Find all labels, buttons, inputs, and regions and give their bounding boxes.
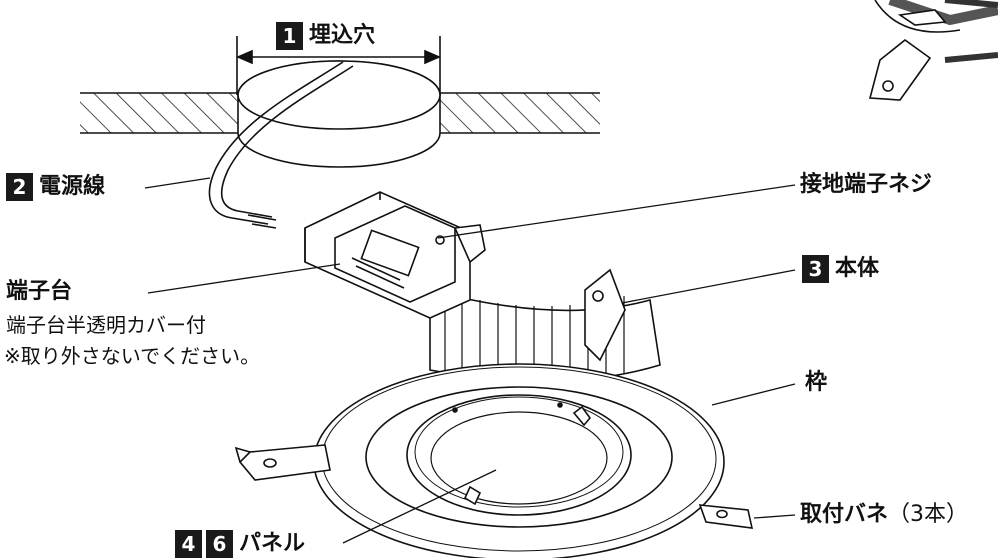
reference-fixture-partial — [868, 0, 998, 101]
ceiling-left — [80, 92, 240, 134]
spring-count-text: （3本） — [888, 502, 969, 527]
label-terminal: 端子台 — [6, 279, 72, 305]
power-label-text: 電源線 — [39, 174, 106, 199]
frame-flange — [313, 363, 725, 558]
body-number-badge: 3 — [802, 255, 829, 283]
ground-screw-label-text: 接地端子ネジ — [800, 172, 933, 197]
body-label-text: 本体 — [835, 256, 880, 281]
hole-number-badge: 1 — [276, 22, 303, 50]
label-mounting-spring: 取付バネ（3本） — [800, 502, 968, 528]
hole-dimension — [235, 36, 442, 95]
ceiling-right — [440, 92, 600, 134]
terminal-note-2: ※取り外さないでください。 — [4, 344, 261, 368]
leader-lines — [144, 177, 796, 544]
ceiling-hole — [237, 60, 441, 168]
panel-number-badge-6: 6 — [206, 530, 233, 558]
power-cable — [208, 61, 354, 229]
mounting-spring-left — [234, 444, 331, 481]
label-frame: 枠 — [805, 370, 827, 396]
frame-label-text: 枠 — [805, 370, 828, 395]
terminal-label-text: 端子台 — [6, 279, 73, 304]
label-ground-screw: 接地端子ネジ — [800, 172, 932, 198]
power-number-badge: 2 — [6, 173, 33, 201]
panel-label-text: パネル — [239, 531, 306, 556]
hole-label-text: 埋込穴 — [309, 23, 376, 48]
terminal-block — [304, 191, 486, 319]
fixture-body — [429, 268, 661, 386]
panel-number-badge-4: 4 — [175, 530, 202, 558]
spring-label-text: 取付バネ — [800, 502, 889, 527]
terminal-note-1: 端子台半透明カバー付 — [6, 313, 206, 337]
mounting-spring-right — [698, 504, 754, 529]
